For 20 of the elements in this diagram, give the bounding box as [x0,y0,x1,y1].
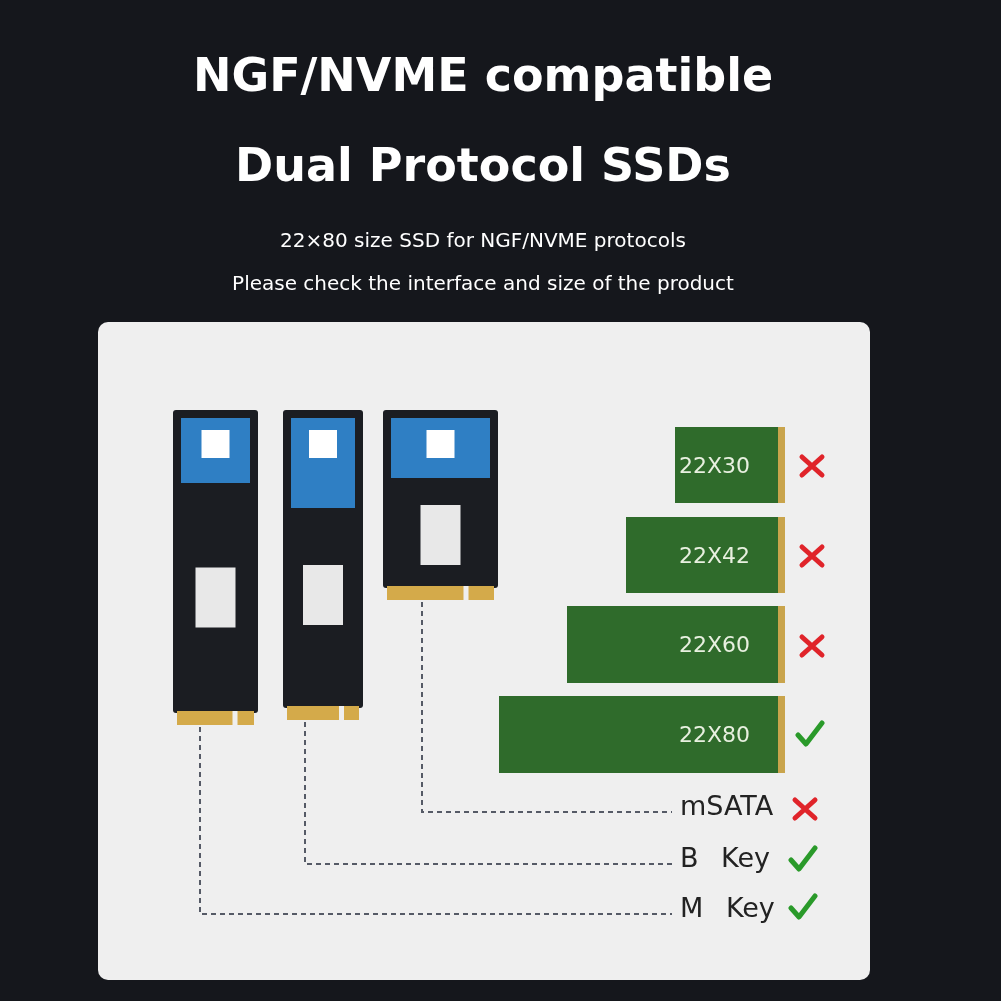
size-label: 22X30 [678,452,750,478]
ssd-drawing [383,410,498,600]
subtitle: Please check the interface and size of the product [231,271,735,295]
size-label: 22X42 [678,542,750,568]
leader-line [304,721,673,865]
subtitle: 22×80 size SSD for NGF/NVME protocols [279,228,687,252]
size-label: 22X60 [678,632,750,657]
ssd-drawing [173,410,258,725]
leader-line [199,726,673,915]
ssd-board [626,517,785,593]
interface-label: M Key [680,892,775,923]
ssd-board [499,696,785,773]
ssd-board [567,606,785,683]
ssd-board [675,427,785,503]
ssd-drawing [283,410,363,720]
title: NGF/NVME compatible Dual Protocol SSDs [191,47,775,194]
interface-label: mSATA [680,790,774,821]
leader-line [421,601,673,813]
size-label: 22X80 [678,722,750,747]
interface-label: B Key [680,842,771,873]
